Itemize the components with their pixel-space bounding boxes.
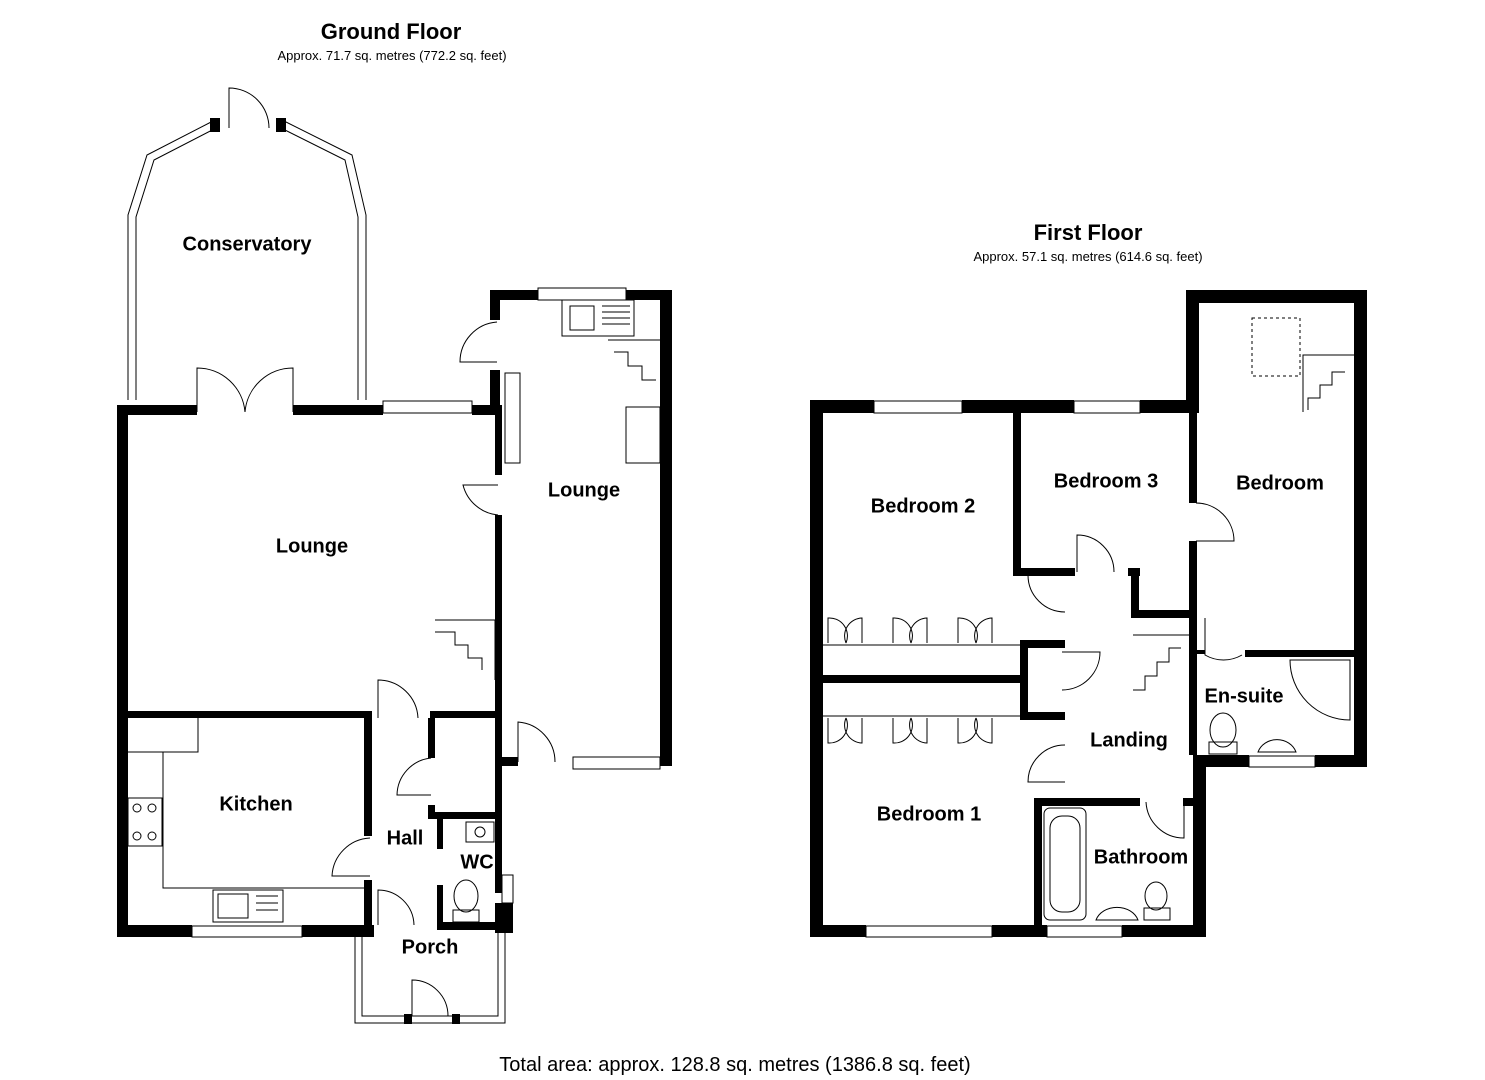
kitchen-walls — [117, 711, 374, 938]
room-label-kitchen: Kitchen — [219, 793, 293, 816]
room-label-bedroom-3: Bedroom 3 — [1053, 470, 1159, 493]
room-label-bedroom-1: Bedroom 1 — [876, 803, 982, 826]
first-floor-title: First Floor — [1033, 220, 1143, 245]
room-label-lounge-main: Lounge — [275, 535, 349, 558]
total-area: Total area: approx. 128.8 sq. metres (13… — [499, 1054, 971, 1076]
ground-floor-area: Approx. 71.7 sq. metres (772.2 sq. feet) — [277, 48, 507, 63]
lounge-walls — [117, 367, 502, 937]
side-lounge-walls — [459, 287, 672, 770]
room-label-bathroom: Bathroom — [1093, 846, 1189, 869]
first-floor-plan — [810, 290, 1367, 938]
hall-walls — [354, 679, 514, 1024]
room-label-wc: WC — [460, 851, 494, 874]
room-label-conservatory: Conservatory — [182, 233, 312, 256]
ground-floor-title: Ground Floor — [320, 19, 462, 44]
first-floor-area: Approx. 57.1 sq. metres (614.6 sq. feet) — [973, 249, 1203, 264]
room-label-porch: Porch — [401, 936, 459, 959]
room-label-ensuite: En-suite — [1204, 685, 1284, 708]
room-label-bedroom: Bedroom — [1236, 472, 1324, 495]
room-label-lounge-side: Lounge — [547, 479, 621, 502]
ground-floor-plan — [117, 87, 672, 1024]
room-label-hall: Hall — [386, 827, 424, 850]
room-label-landing: Landing — [1090, 729, 1168, 752]
room-label-bedroom-2: Bedroom 2 — [870, 495, 976, 518]
conservatory-glazing — [127, 87, 367, 400]
